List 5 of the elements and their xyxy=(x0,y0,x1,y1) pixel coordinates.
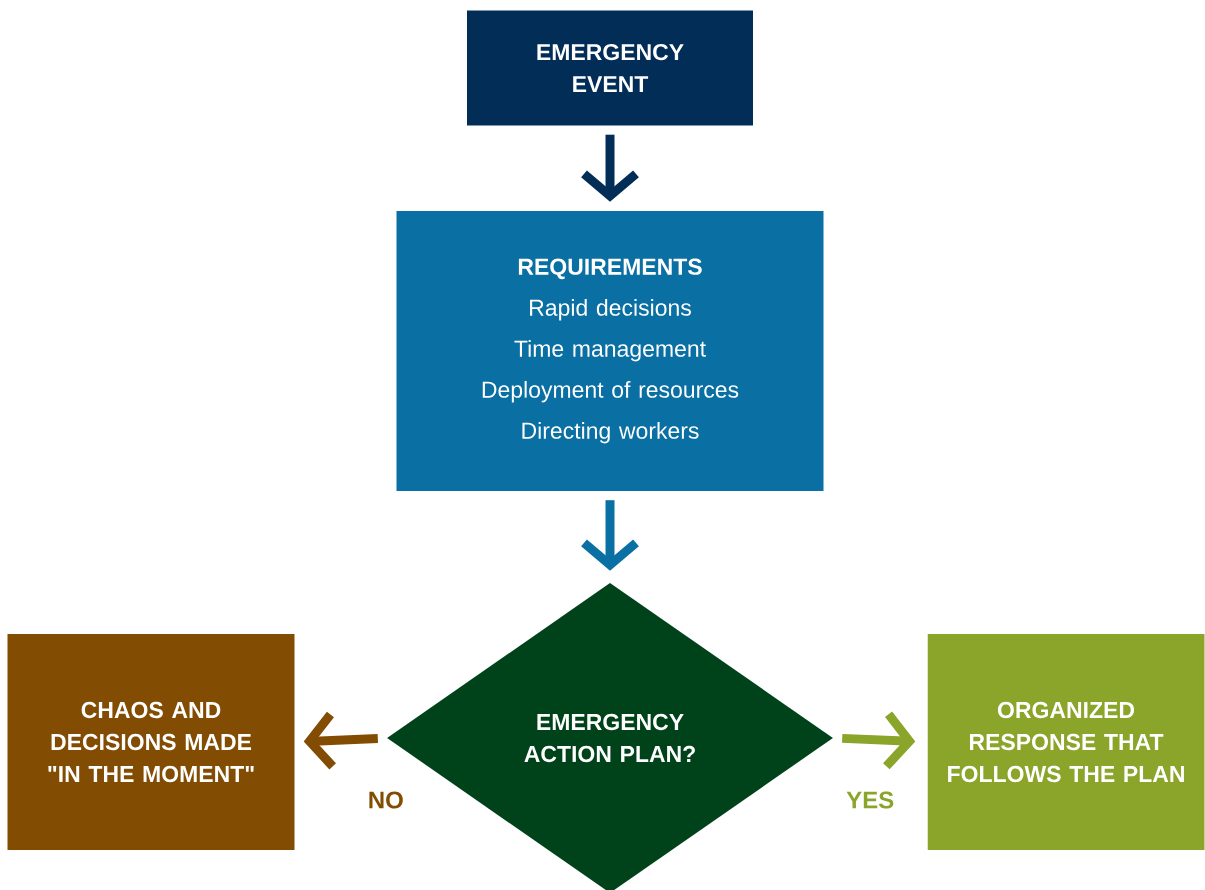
outcome-box: ORGANIZED RESPONSE THAT FOLLOWS THE PLAN xyxy=(927,634,1205,850)
process-box: EMERGENCY EVENT xyxy=(467,10,753,126)
edge-label: YES xyxy=(846,791,894,809)
requirements-box: REQUIREMENTS Rapid decisions Time management Deployment of resources Directing workers xyxy=(396,211,824,491)
outcome-box: CHAOS AND DECISIONS MADE "IN THE MOMENT" xyxy=(7,634,295,850)
